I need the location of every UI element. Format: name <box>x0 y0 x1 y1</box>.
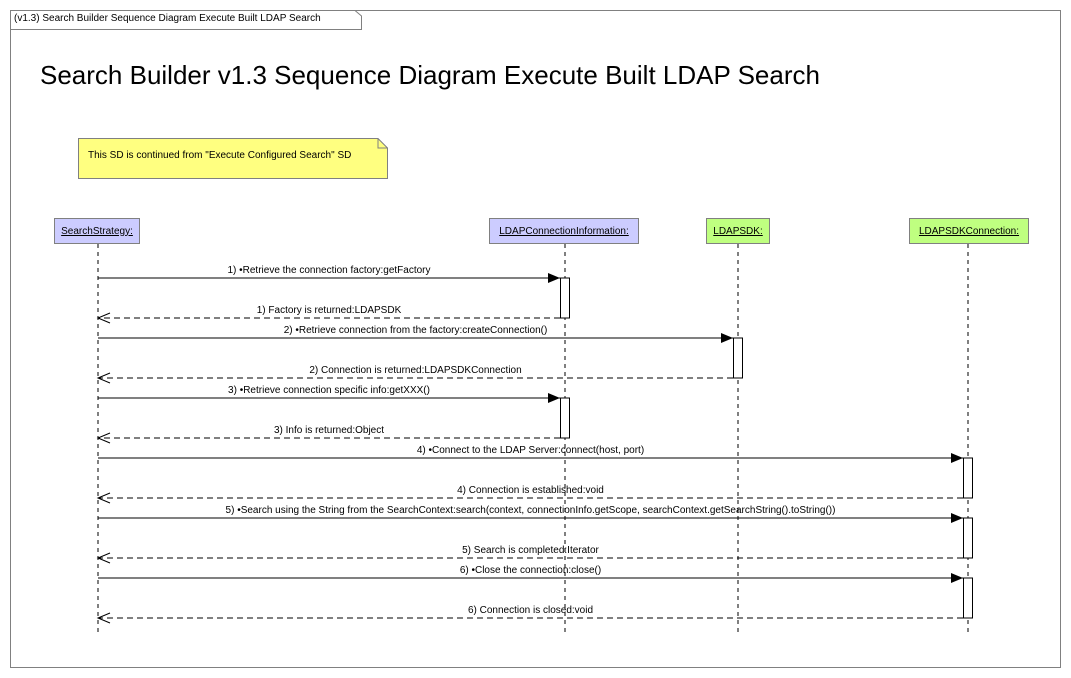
message-label: 2) Connection is returned:LDAPSDKConnect… <box>309 365 521 376</box>
arrowhead <box>96 432 111 444</box>
note <box>78 138 388 179</box>
arrowhead <box>96 612 111 624</box>
arrowhead <box>548 273 560 283</box>
diagram-frame <box>10 10 1061 668</box>
message-label: 6) •Close the connection:close() <box>460 565 601 576</box>
activation-bar <box>560 397 570 439</box>
note-text: This SD is continued from "Execute Confi… <box>88 150 352 161</box>
frame-tab-label: (v1.3) Search Builder Sequence Diagram E… <box>14 13 321 24</box>
arrowhead <box>96 492 111 504</box>
arrowhead <box>96 552 111 564</box>
diagram-title: Search Builder v1.3 Sequence Diagram Exe… <box>40 60 820 90</box>
arrowhead <box>951 573 963 583</box>
message-label: 3) Info is returned:Object <box>274 425 384 436</box>
message-label: 5) Search is completed:Iterator <box>462 545 599 556</box>
activation-bar <box>560 277 570 319</box>
arrowhead <box>951 453 963 463</box>
message-label: 4) •Connect to the LDAP Server:connect(h… <box>417 445 644 456</box>
frame-tab <box>10 10 362 30</box>
message-label: 4) Connection is established:void <box>457 485 604 496</box>
lifeline-ldapsdk-connection: LDAPSDKConnection: <box>909 218 1029 244</box>
lifeline-search-strategy: SearchStrategy: <box>54 218 140 244</box>
message-label: 2) •Retrieve connection from the factory… <box>284 325 548 336</box>
arrowhead <box>721 333 733 343</box>
lifeline-ldap-connection-information: LDAPConnectionInformation: <box>489 218 639 244</box>
arrowhead <box>951 513 963 523</box>
arrowhead <box>548 393 560 403</box>
lifeline-ldapsdk: LDAPSDK: <box>706 218 770 244</box>
arrowhead <box>96 312 111 324</box>
message-label: 3) •Retrieve connection specific info:ge… <box>228 385 430 396</box>
message-label: 6) Connection is closed:void <box>468 605 593 616</box>
message-label: 5) •Search using the String from the Sea… <box>226 505 836 516</box>
activation-bar <box>963 577 973 619</box>
activation-bar <box>733 337 743 379</box>
message-label: 1) Factory is returned:LDAPSDK <box>257 305 402 316</box>
activation-bar <box>963 517 973 559</box>
arrowhead <box>96 372 111 384</box>
message-label: 1) •Retrieve the connection factory:getF… <box>227 265 430 276</box>
activation-bar <box>963 457 973 499</box>
